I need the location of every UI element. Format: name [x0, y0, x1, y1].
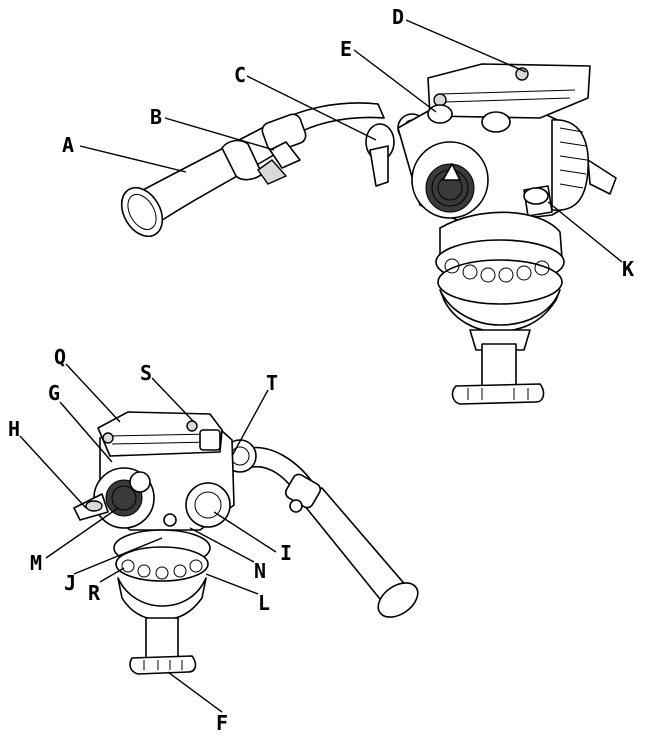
callout-f: F — [216, 711, 228, 735]
callout-i: I — [280, 541, 292, 565]
bowl-base-bottom — [113, 529, 211, 675]
callout-m: M — [30, 551, 42, 575]
tilt-lock-h — [73, 493, 109, 521]
callout-h: H — [8, 417, 20, 441]
callout-l: L — [258, 591, 270, 615]
ribbed-ring — [444, 258, 550, 283]
callout-labels: A B C E D K Q S T G H M J R N I L F — [8, 5, 634, 735]
bottom-head-assembly — [73, 411, 419, 675]
pan-handle-bottom — [223, 439, 419, 618]
callout-n: N — [254, 559, 266, 583]
callout-q: Q — [54, 345, 66, 369]
callout-a: A — [62, 133, 74, 157]
callout-s: S — [140, 361, 152, 385]
callout-g: G — [48, 381, 60, 405]
camera-plate-bottom — [97, 411, 223, 457]
bowl-base-top — [435, 211, 565, 405]
pan-lock-k — [523, 185, 553, 217]
pan-handle-a — [120, 102, 385, 238]
leader-lines — [19, 19, 623, 713]
ribbed-ring-bottom — [121, 559, 203, 580]
callout-k: K — [622, 257, 634, 281]
callout-j: J — [64, 571, 76, 595]
top-head-assembly — [120, 63, 617, 405]
handle-clamp-b — [257, 113, 307, 185]
callout-b: B — [150, 105, 162, 129]
callout-e: E — [340, 37, 352, 61]
callout-r: R — [88, 581, 101, 605]
callout-c: C — [234, 63, 246, 87]
callout-d: D — [392, 5, 404, 29]
callout-t: T — [266, 371, 278, 395]
